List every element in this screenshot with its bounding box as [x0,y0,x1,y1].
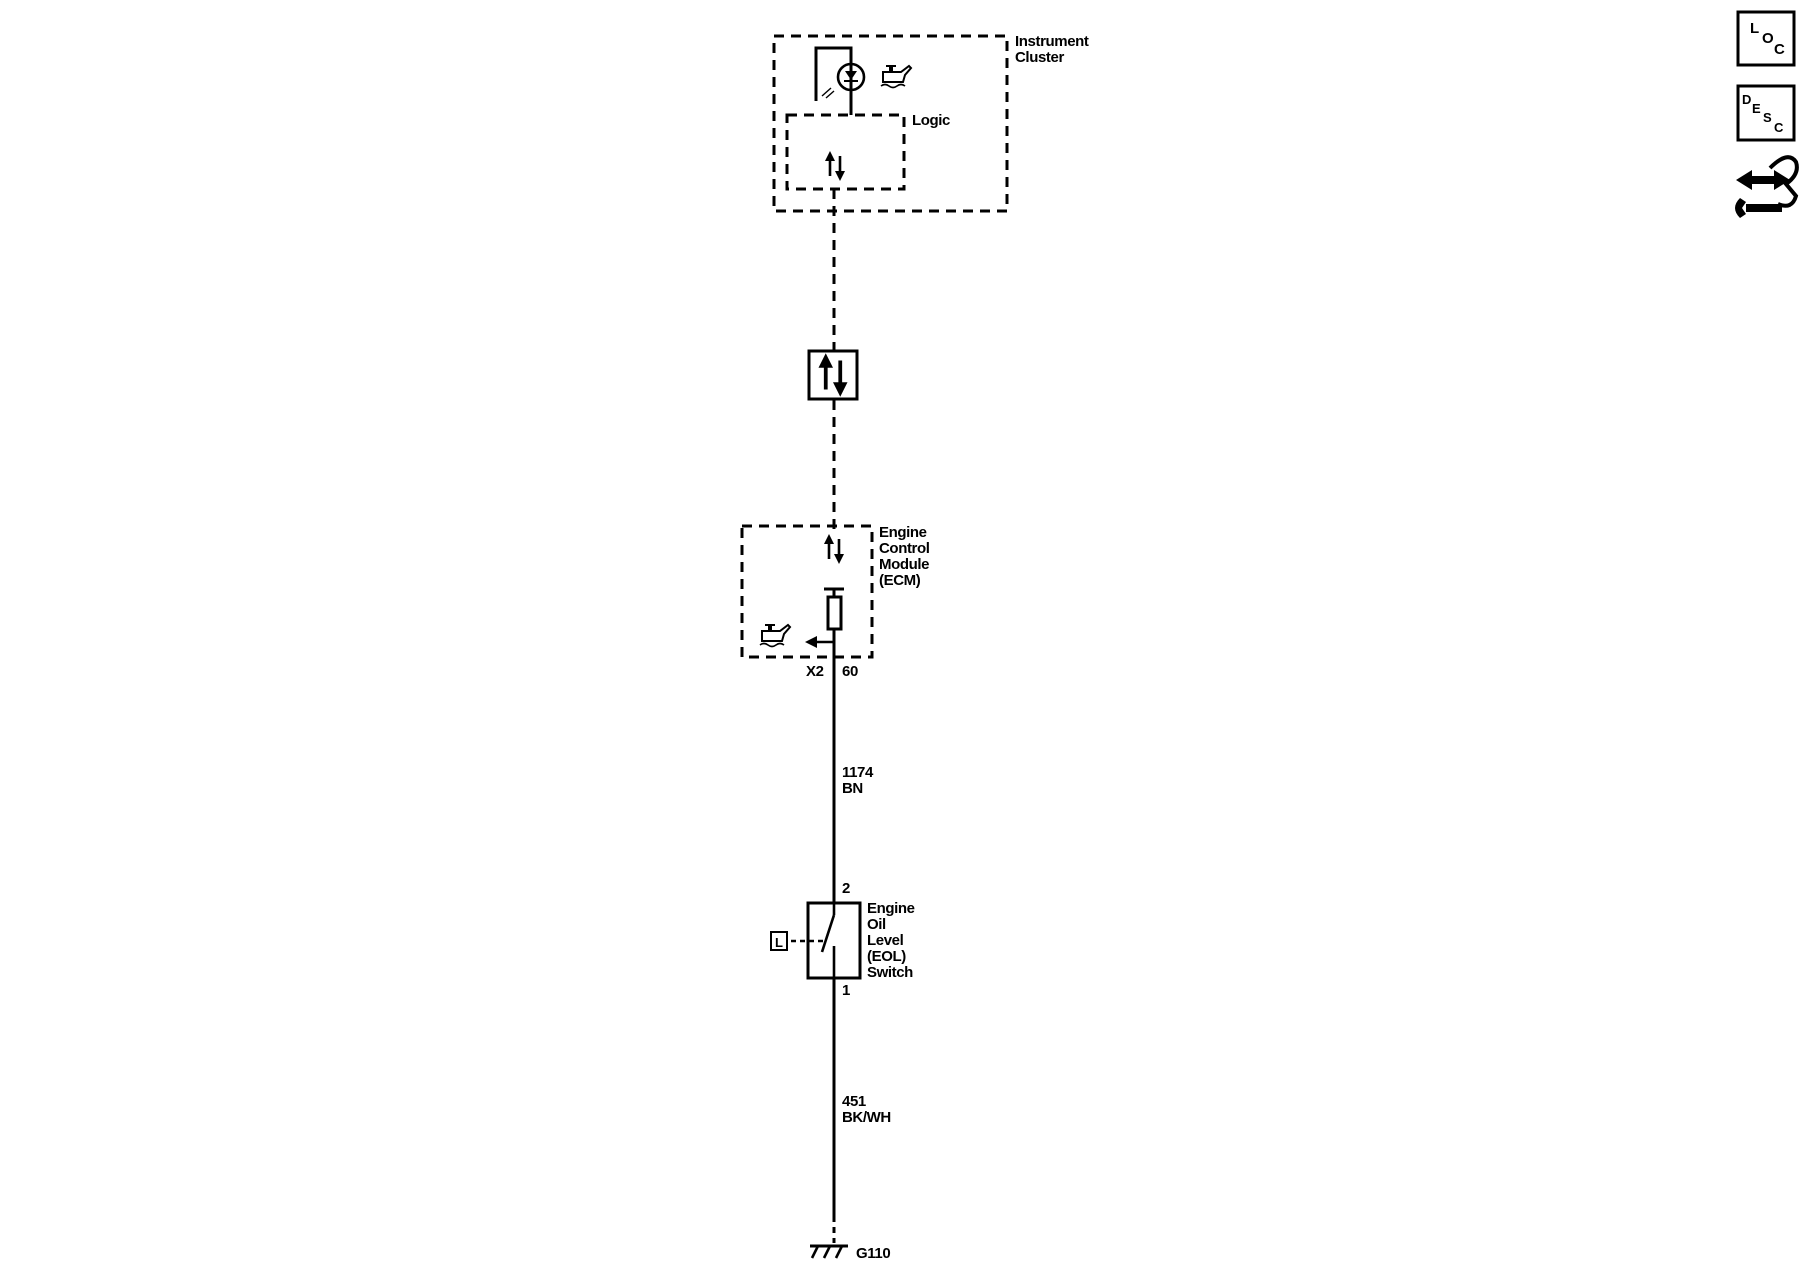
instrument-cluster-label-line2: Cluster [1015,49,1064,66]
wire-451-circuit: 451 [842,1093,866,1110]
svg-text:O: O [1762,30,1774,47]
logic-box [785,113,906,191]
instrument-cluster-boundary [772,34,1009,213]
diagnostic-wrench-icon[interactable] [1735,155,1799,218]
svg-text:C: C [1774,41,1785,58]
eol-label-line5: Switch [867,964,913,981]
eol-label-line2: Oil [867,916,886,933]
level-sensor-tag [770,931,788,951]
ecm-oil-can-icon [759,624,791,648]
wire-1174: 1174 BN [832,642,874,902]
switch-contact [820,914,836,953]
eol-label-line1: Engine [867,900,915,917]
ecm-label-line3: Module [879,556,929,573]
serial-data-symbol [807,349,859,401]
wire-451: 451 BK/WH [832,978,891,1243]
ground-g110: G110 [810,1244,891,1262]
oil-can-icon [880,65,912,89]
wire-451-color: BK/WH [842,1109,891,1126]
level-sensor-tag-text: L [775,935,783,950]
svg-text:D: D [1742,92,1751,107]
ecm-connector-label: X2 [806,663,824,680]
ground-label: G110 [856,1245,890,1262]
ecm-boundary [740,524,874,659]
switch-pin-bottom: 1 [842,982,850,999]
serial-data-arrows-icon [816,351,850,399]
ecm-label-line1: Engine [879,524,927,541]
oil-indicator-lamp [814,46,866,115]
ecm-pin-label: 60 [842,663,858,680]
svg-text:L: L [1750,20,1759,37]
instrument-cluster-label-line1: Instrument [1015,33,1089,50]
svg-text:E: E [1752,101,1761,116]
instrument-cluster: Instrument Cluster Logic [772,33,1089,213]
location-icon[interactable] [1736,10,1796,67]
desc-button[interactable]: D E S C [1736,84,1796,142]
serial-data-line [807,189,859,530]
svg-text:S: S [1763,110,1772,125]
engine-control-module: Engine Control Module (ECM) X2 60 [740,524,930,680]
eol-label-line4: (EOL) [867,948,906,965]
switch-pin-top: 2 [842,880,850,897]
engine-oil-level-switch: 2 L Engine Oil Level (EOL) Switch 1 [770,880,915,999]
ecm-label-line4: (ECM) [879,572,921,589]
description-icon[interactable] [1736,84,1796,142]
loc-button[interactable]: L O C [1736,10,1796,67]
wire-1174-color: BN [842,780,863,797]
wire-1174-circuit: 1174 [842,764,874,781]
svg-text:C: C [1774,120,1784,135]
bidirectional-arrows-icon [823,149,847,183]
ecm-bidirectional-arrows-icon [822,532,846,566]
pull-up-resistor [826,595,843,631]
eol-label-line3: Level [867,932,904,949]
logic-label: Logic [912,112,950,129]
ecm-label-line2: Control [879,540,930,557]
